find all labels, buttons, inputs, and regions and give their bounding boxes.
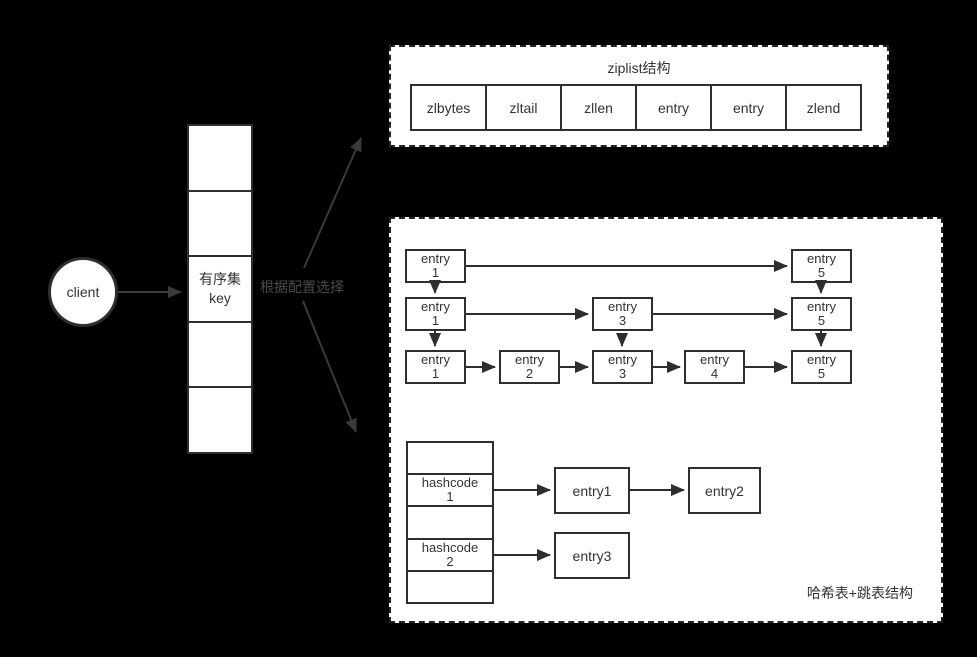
ziplist-cell-entry: entry xyxy=(710,84,787,131)
ziplist-cell-entry: entry xyxy=(635,84,712,131)
hash-bucket-cell xyxy=(408,572,492,602)
choose-ziplist-arrow xyxy=(303,137,362,269)
hash-chain-entry3: entry3 xyxy=(554,532,630,579)
ziplist-panel-title: ziplist结构 xyxy=(607,60,671,76)
client-node: client xyxy=(48,257,118,327)
choose-skiplist-arrow xyxy=(302,300,357,433)
key-stack-cell xyxy=(189,323,251,389)
choose-by-config-label: 根据配置选择 xyxy=(260,279,344,295)
ziplist-cell-zltail: zltail xyxy=(485,84,562,131)
ziplist-cell-row: zlbytes zltail zllen entry entry zlend xyxy=(410,84,862,131)
key-stack-cell xyxy=(189,192,251,258)
hash-chain-entry1: entry1 xyxy=(554,467,630,514)
ziplist-panel: ziplist结构 zlbytes zltail zllen entry ent… xyxy=(389,45,889,147)
ziplist-cell-zllen: zllen xyxy=(560,84,637,131)
key-stack-cell xyxy=(189,126,251,192)
hash-bucket-cell xyxy=(408,443,492,476)
skiplist-hash-panel-caption: 哈希表+跳表结构 xyxy=(806,585,913,601)
ziplist-cell-zlend: zlend xyxy=(785,84,862,131)
ziplist-cell-zlbytes: zlbytes xyxy=(410,84,487,131)
hash-bucket-cell xyxy=(408,507,492,540)
client-label: client xyxy=(66,284,100,300)
hash-chain-entry2: entry2 xyxy=(688,467,761,514)
key-stack-cell xyxy=(189,388,251,452)
